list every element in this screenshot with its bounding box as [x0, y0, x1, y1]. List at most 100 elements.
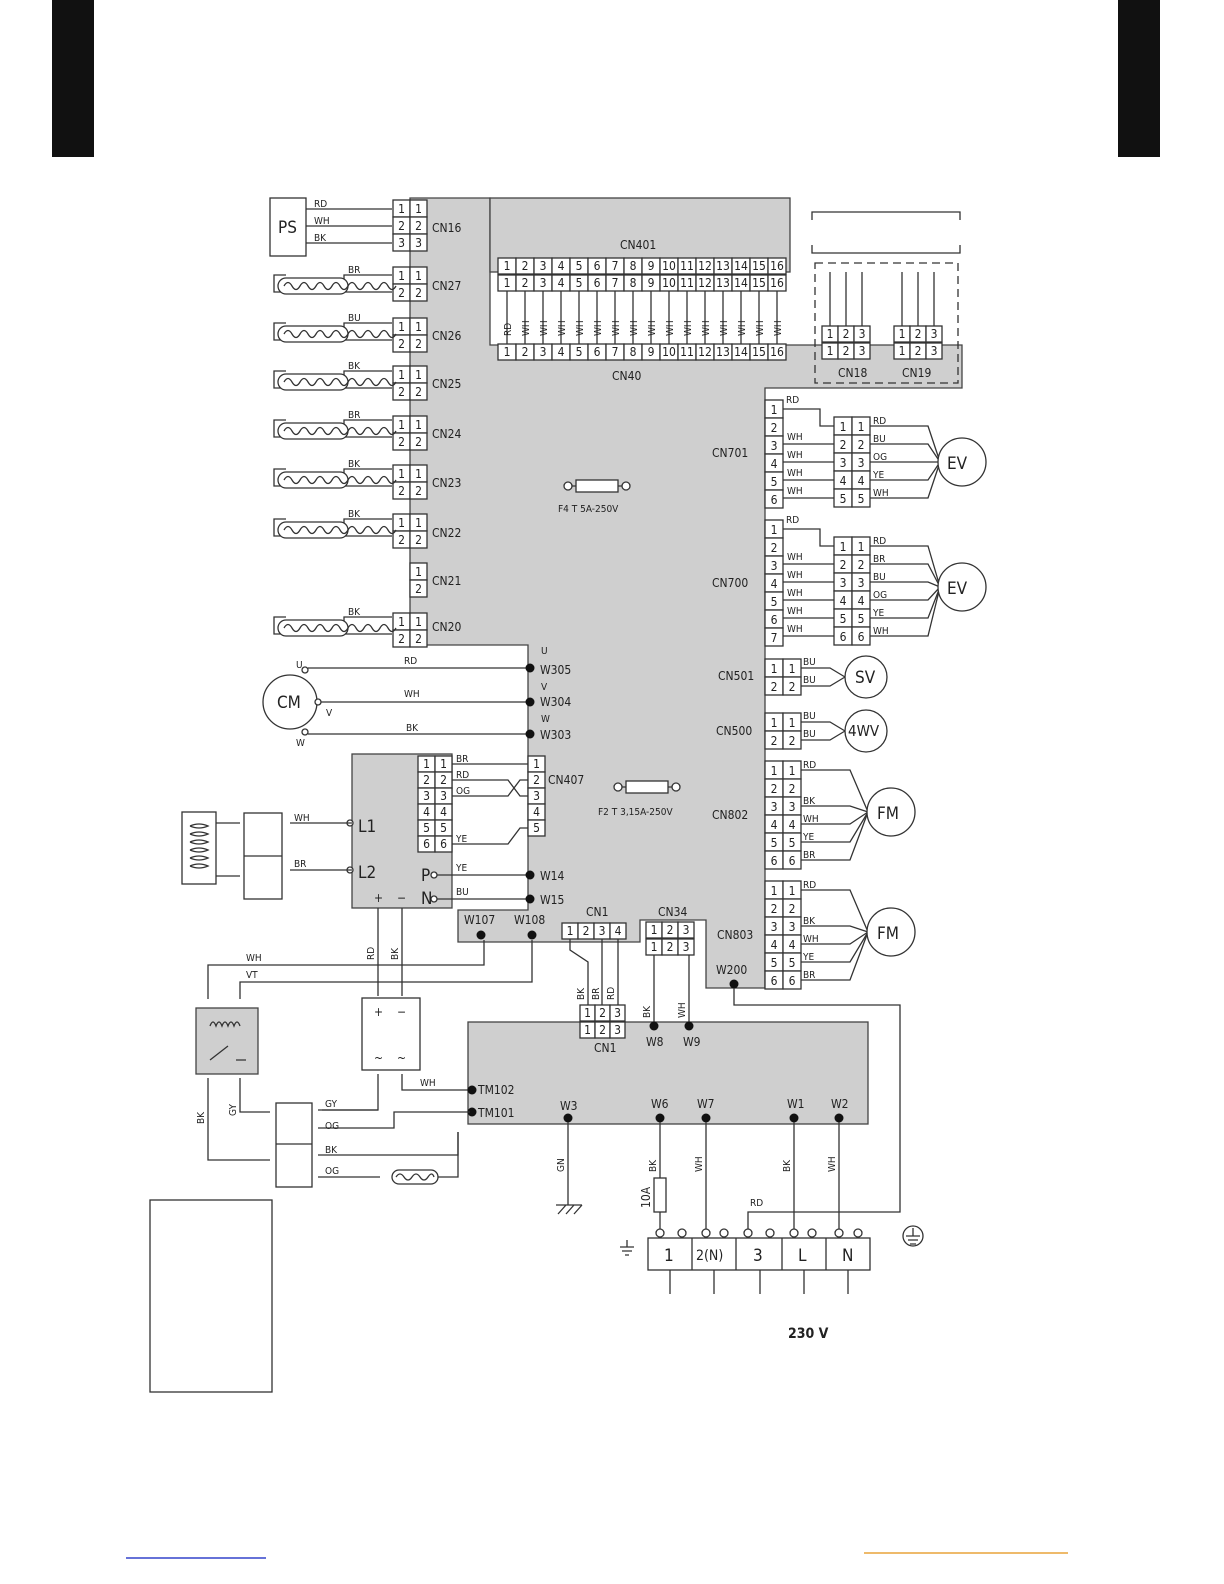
pin-cell — [409, 233, 428, 252]
pin-number: 10 — [662, 345, 676, 359]
pin-number: 2 — [771, 541, 778, 555]
cm-label: CM — [277, 693, 301, 713]
pin-number: 1 — [840, 420, 847, 434]
pin-number: 3 — [771, 920, 778, 934]
power-terminal-block — [647, 1228, 871, 1294]
wire-bk-relay: BK — [196, 1111, 207, 1124]
pin-number: 4 — [440, 805, 447, 819]
pin-number: 3 — [771, 559, 778, 573]
cn1-label-bottom: CN1 — [594, 1041, 616, 1055]
pin-number: 5 — [423, 821, 430, 835]
pin-number: 3 — [859, 327, 866, 341]
pin-number: 4 — [558, 259, 565, 273]
pin-number: 1 — [415, 320, 422, 334]
w14-label: W14 — [540, 869, 565, 883]
w8-label: W8 — [646, 1035, 664, 1049]
pin-number: 1 — [771, 523, 778, 537]
cn18-label: CN18 — [838, 366, 867, 380]
ev-wire: OG — [873, 590, 887, 601]
pin-cell — [409, 530, 428, 549]
wire-rd: RD — [314, 199, 327, 210]
pin-number: 3 — [533, 789, 540, 803]
pin-number: 3 — [599, 924, 606, 938]
pin-number: 1 — [398, 368, 405, 382]
fm-wire: BK — [803, 796, 816, 807]
fm-wire: YE — [802, 952, 814, 963]
w3-label: W3 — [560, 1099, 578, 1113]
inv-wire: OG — [456, 786, 470, 797]
pin-number: 1 — [415, 202, 422, 216]
pin-number: 3 — [683, 923, 690, 937]
pin-number: 2 — [415, 385, 422, 399]
pin-number: 11 — [680, 276, 694, 290]
w15-label: W15 — [540, 893, 564, 907]
cm-w: W — [296, 738, 305, 749]
pin-number: 2 — [915, 344, 922, 358]
cn40-wire: WH — [629, 320, 640, 336]
pin-number: 6 — [771, 854, 778, 868]
pin-number: 2 — [522, 276, 529, 290]
cn20-label: CN20 — [432, 620, 461, 634]
cn40-wire: WH — [737, 320, 748, 336]
pin-number: 3 — [540, 276, 547, 290]
terminal-n: N — [842, 1246, 853, 1266]
pin-number: 6 — [771, 974, 778, 988]
pin-number: 2 — [667, 923, 674, 937]
cn407-label: CN407 — [548, 773, 584, 787]
ev-wire: YE — [872, 470, 884, 481]
pin-number: 5 — [858, 492, 865, 506]
plus-label-inv: + — [374, 891, 383, 905]
pin-number: 4 — [615, 924, 622, 938]
pin-cell — [853, 342, 871, 360]
relay-terminal-block: BK GY GY OG BK OG — [196, 1078, 470, 1188]
cn23-label: CN23 — [432, 476, 461, 490]
cn21-label: CN21 — [432, 574, 461, 588]
pin-number: 1 — [584, 1006, 591, 1020]
pin-cell — [409, 481, 428, 500]
terminal-2n: 2(N) — [696, 1248, 723, 1264]
pin-number: 4 — [771, 457, 778, 471]
pin-number: 4 — [558, 276, 565, 290]
fuse-f4-label: F4 T 5A-250V — [558, 504, 619, 515]
pin-number: 8 — [630, 259, 637, 273]
pin-number: 1 — [415, 516, 422, 530]
fm-wire: YE — [802, 832, 814, 843]
pin-number: 2 — [415, 632, 422, 646]
wire-wh-cn701: WH — [787, 486, 803, 497]
pin-number: 5 — [840, 492, 847, 506]
wire-rd-cn1: RD — [606, 987, 617, 1000]
pin-number: 5 — [771, 475, 778, 489]
tm101-label: TM101 — [477, 1106, 515, 1120]
tm102-label: TM102 — [477, 1083, 515, 1097]
cn40-wire: WH — [575, 320, 586, 336]
pin-number: 2 — [415, 337, 422, 351]
pin-number: 1 — [771, 764, 778, 778]
pin-number: 12 — [698, 276, 712, 290]
wire-wh-cn700: WH — [787, 570, 803, 581]
inv-wire: BR — [456, 754, 468, 765]
pin-number: 3 — [423, 789, 430, 803]
cn40-wire: WH — [647, 320, 658, 336]
ps-label: PS — [278, 218, 297, 238]
pin-number: 1 — [771, 403, 778, 417]
pin-number: 3 — [398, 236, 405, 250]
pin-number: 1 — [840, 540, 847, 554]
ev-wire: BU — [873, 572, 886, 583]
wire-wh-cn700: WH — [787, 552, 803, 563]
cm-u: U — [296, 660, 303, 671]
cn40-label: CN40 — [612, 369, 641, 383]
pin-number: 13 — [716, 276, 730, 290]
pin-number: 2 — [789, 902, 796, 916]
pin-number: 6 — [594, 259, 601, 273]
4wv-circle — [844, 709, 888, 753]
thermistor-wire: BK — [348, 607, 361, 618]
plus-label-rect: + — [374, 1005, 383, 1019]
pin-number: 1 — [899, 327, 906, 341]
pin-cell — [677, 921, 695, 939]
terminal-l: L — [798, 1246, 807, 1266]
pin-number: 6 — [840, 630, 847, 644]
